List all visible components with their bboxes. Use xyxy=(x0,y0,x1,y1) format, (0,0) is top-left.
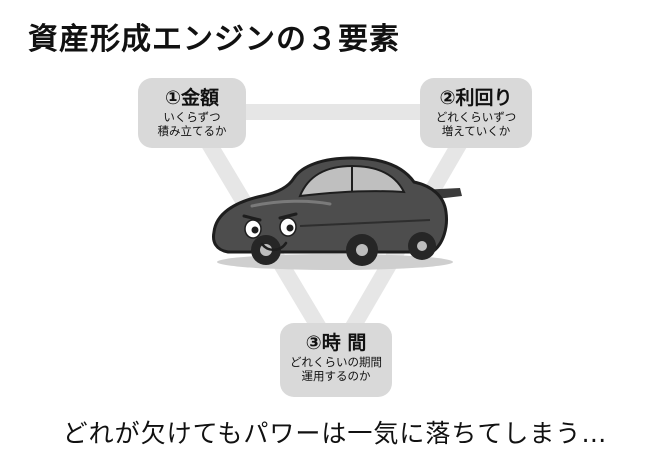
node-amount-title: ①金額 xyxy=(164,87,220,109)
node-yield-line2: 増えていくか xyxy=(441,124,511,138)
diagram-title: 資産形成エンジンの３要素 xyxy=(28,22,400,57)
node-amount-line1: いくらずつ xyxy=(163,110,221,124)
node-amount-line2: 積み立てるか xyxy=(157,124,227,138)
node-yield-title: ②利回り xyxy=(439,87,513,109)
car-face xyxy=(242,212,298,252)
node-time: ③時 間 どれくらいの期間 運用するのか xyxy=(280,323,392,397)
node-yield: ②利回り どれくらいずつ 増えていくか xyxy=(420,78,532,148)
footer-caption: どれが欠けてもパワーは一気に落ちてしまう… xyxy=(62,419,608,448)
node-yield-line1: どれくらいずつ xyxy=(435,110,517,124)
node-time-line1: どれくらいの期間 xyxy=(290,355,382,369)
node-time-title: ③時 間 xyxy=(305,332,367,354)
node-amount: ①金額 いくらずつ 積み立てるか xyxy=(138,78,246,148)
car-illustration xyxy=(212,156,462,270)
node-time-line2: 運用するのか xyxy=(301,369,371,383)
